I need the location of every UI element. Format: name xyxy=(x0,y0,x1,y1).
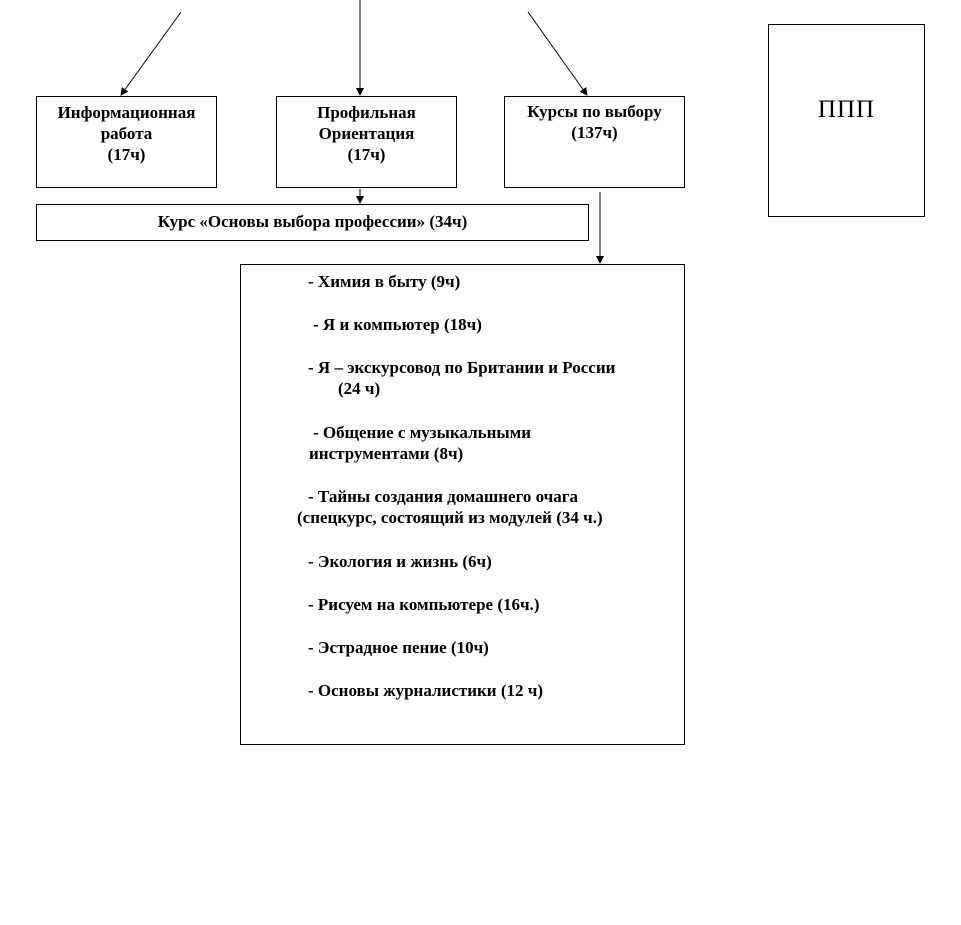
course-item-line1: - Химия в быту (9ч) xyxy=(308,272,461,291)
course-item-line1: - Экология и жизнь (6ч) xyxy=(308,552,492,571)
course-item: - Я и компьютер (18ч) xyxy=(313,314,482,335)
profile-orientation-box: Профильная Ориентация (17ч) xyxy=(276,96,457,188)
course-item: - Общение с музыкальными инструментами (… xyxy=(309,422,531,464)
info-work-line1: Информационная xyxy=(57,103,196,122)
info-work-hours: (17ч) xyxy=(107,145,146,164)
course-item-line1: - Общение с музыкальными xyxy=(313,423,532,442)
arrow-to-info xyxy=(120,11,182,96)
course-item-line1: - Рисуем на компьютере (16ч.) xyxy=(308,595,540,614)
course-item-line2: инструментами (8ч) xyxy=(309,444,464,463)
course-item: - Химия в быту (9ч) xyxy=(308,271,460,292)
course-item-line1: - Я и компьютер (18ч) xyxy=(313,315,482,334)
ppp-box: ППП xyxy=(768,24,925,217)
profile-orientation-hours: (17ч) xyxy=(347,145,386,164)
course-item-line2: (24 ч) xyxy=(338,379,381,398)
course-item-line1: - Я – экскурсовод по Британии и России xyxy=(308,358,616,377)
course-item: - Тайны создания домашнего очага (спецку… xyxy=(297,486,603,528)
ppp-label: ППП xyxy=(817,96,876,123)
profession-basics-course-label: Курс «Основы выбора профессии» (34ч) xyxy=(157,212,468,231)
info-work-box: Информационная работа (17ч) xyxy=(36,96,217,188)
course-item: - Рисуем на компьютере (16ч.) xyxy=(308,594,540,615)
course-list-box: - Химия в быту (9ч) - Я и компьютер (18ч… xyxy=(240,264,685,745)
course-item: - Экология и жизнь (6ч) xyxy=(308,551,492,572)
info-work-line2: работа xyxy=(100,124,153,143)
elective-courses-hours: (137ч) xyxy=(571,123,618,142)
course-item: - Эстрадное пение (10ч) xyxy=(308,637,489,658)
course-item-line1: - Эстрадное пение (10ч) xyxy=(308,638,489,657)
profile-orientation-line1: Профильная xyxy=(317,103,416,122)
course-item-line1: - Тайны создания домашнего очага xyxy=(308,487,578,506)
course-item: - Основы журналистики (12 ч) xyxy=(308,680,543,701)
profile-orientation-line2: Ориентация xyxy=(318,124,415,143)
arrow-to-kursy xyxy=(527,11,588,96)
course-item: - Я – экскурсовод по Британии и России (… xyxy=(308,357,615,399)
elective-courses-box: Курсы по выбору (137ч) xyxy=(504,96,685,188)
profession-basics-course-box: Курс «Основы выбора профессии» (34ч) xyxy=(36,204,589,241)
course-item-line1: - Основы журналистики (12 ч) xyxy=(308,681,544,700)
elective-courses-label: Курсы по выбору xyxy=(527,102,662,121)
course-item-line2: (спецкурс, состоящий из модулей (34 ч.) xyxy=(297,508,603,527)
